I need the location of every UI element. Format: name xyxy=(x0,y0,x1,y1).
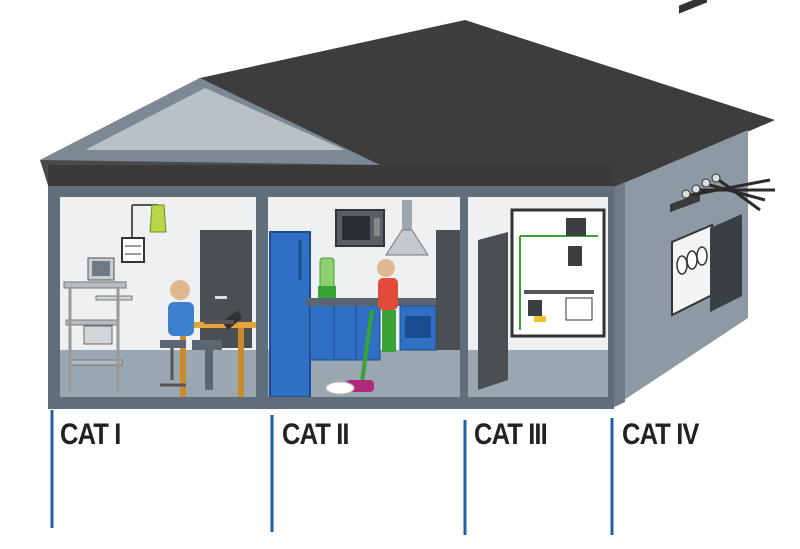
distribution-panel-icon xyxy=(510,208,606,338)
power-line-icon xyxy=(670,173,775,213)
computer-icon xyxy=(63,257,133,392)
refrigerator-icon xyxy=(269,231,311,398)
roof xyxy=(40,20,775,198)
wall-divider-2 xyxy=(460,186,468,408)
laptop-icon xyxy=(204,310,242,330)
room-office xyxy=(60,197,256,398)
room-panel xyxy=(468,197,608,397)
cat-3-label: CAT III xyxy=(474,418,548,451)
microwave-icon xyxy=(335,209,385,247)
cat-2-label: CAT II xyxy=(282,418,350,451)
cat-4-label: CAT IV xyxy=(622,418,699,451)
vacuum-icon xyxy=(325,309,374,395)
range-hood-icon xyxy=(385,200,429,256)
lamp-icon xyxy=(121,204,167,263)
cat-1-label: CAT I xyxy=(60,418,121,451)
room-kitchen xyxy=(268,197,460,398)
floor-base xyxy=(48,397,614,409)
side-wall xyxy=(612,0,775,408)
wall-divider-1 xyxy=(256,186,268,408)
